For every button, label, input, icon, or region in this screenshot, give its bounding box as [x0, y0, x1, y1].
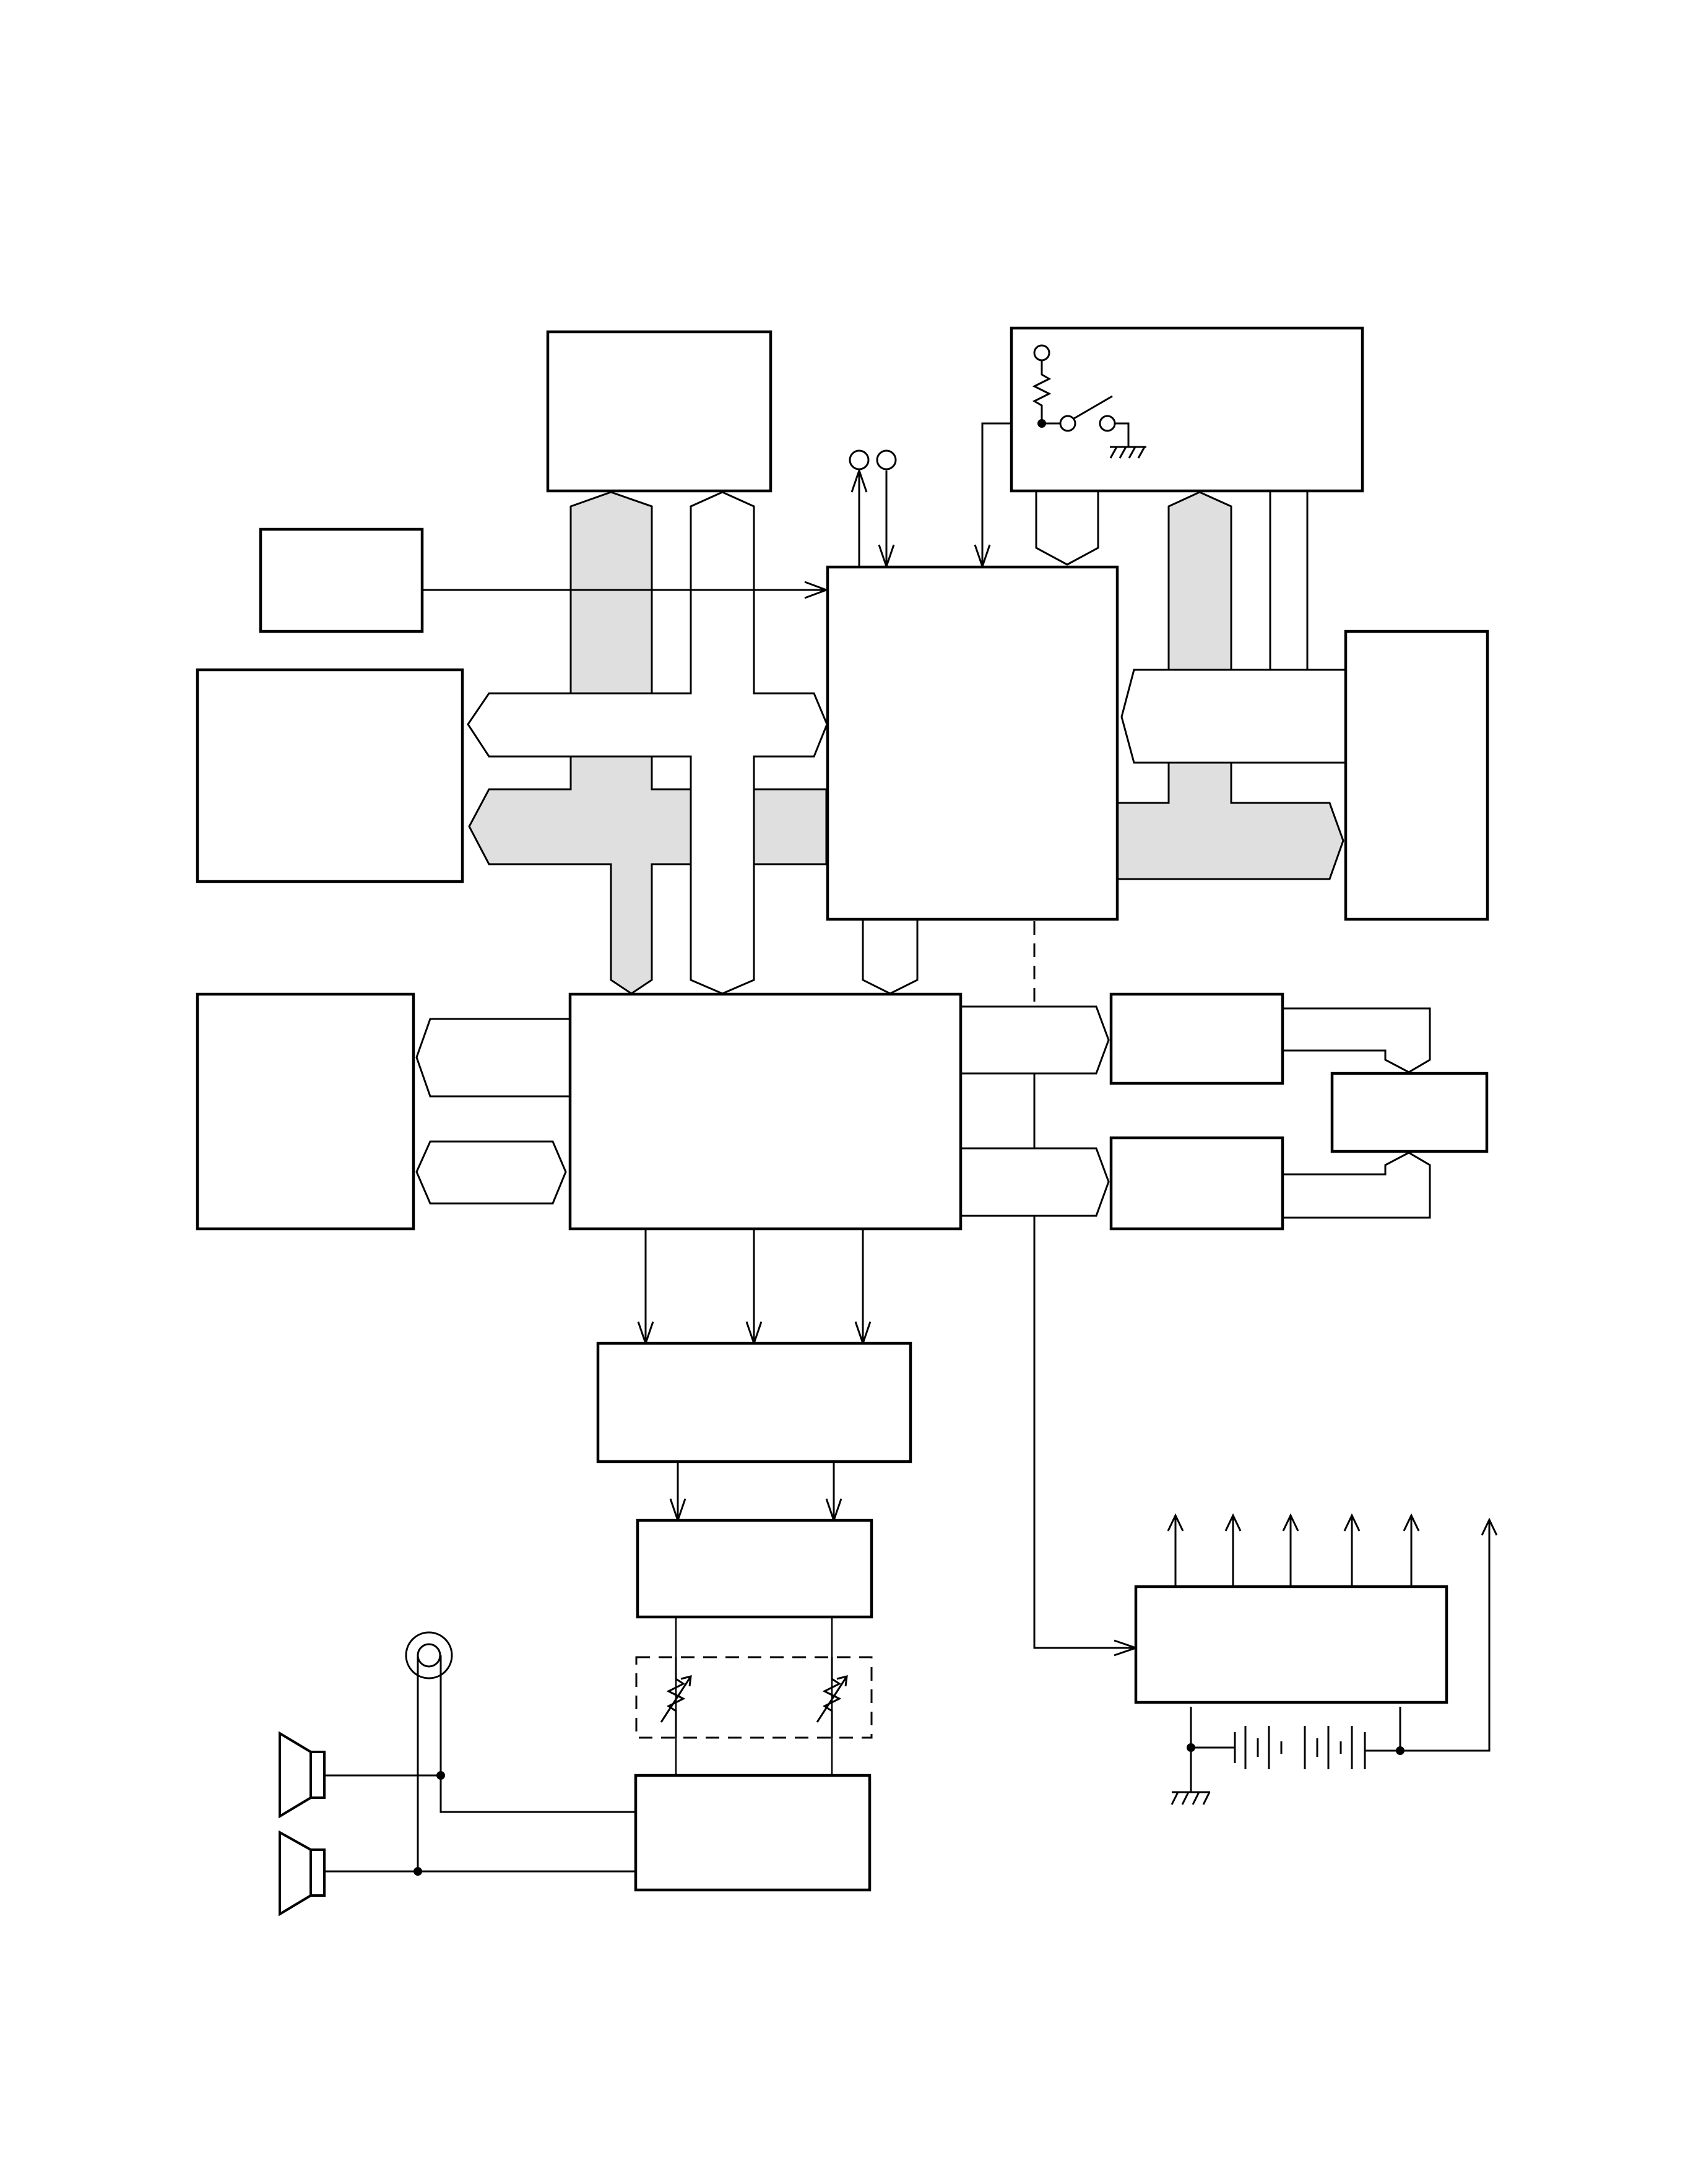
switch-symbol-icon	[1032, 344, 1146, 459]
variable-resistor-arrow	[816, 1675, 848, 1723]
speaker-icon-upper	[279, 1731, 326, 1819]
battery-icon	[1234, 1726, 1366, 1769]
wire-battery-output	[1399, 1520, 1491, 1752]
central-asic-block	[568, 992, 963, 1231]
asic-right-bus-upper	[960, 1005, 1110, 1075]
left-lower-block	[196, 992, 415, 1231]
junction-dot	[413, 1867, 422, 1876]
variable-resistor-icon	[666, 1657, 686, 1738]
connector-bus-lower	[1282, 1151, 1431, 1219]
dac-block	[596, 1341, 912, 1463]
arrowhead	[850, 467, 868, 493]
small-left-block	[259, 527, 424, 633]
asic-left-bus-lower	[415, 1140, 567, 1205]
junction-dot	[1187, 1743, 1195, 1752]
wire-amp-to-jack-2	[417, 1655, 636, 1873]
white-cross-bus	[467, 491, 828, 995]
power-output-arrows	[1167, 1513, 1420, 1587]
headphone-jack-inner	[417, 1643, 441, 1668]
far-right-connector-block	[1330, 1072, 1489, 1153]
amp-block	[634, 1774, 872, 1892]
volume-block	[636, 1519, 873, 1619]
right-small-block-upper	[1109, 992, 1284, 1085]
variable-resistor-icon	[822, 1657, 842, 1738]
connector-bus-upper	[1282, 1007, 1431, 1073]
wire-to-power-block	[1033, 1073, 1136, 1649]
left-upper-block	[196, 668, 464, 883]
terminal-circle-2	[876, 449, 897, 470]
junction-dot	[1396, 1746, 1405, 1755]
top-center-block	[546, 330, 773, 493]
terminal-circle-1	[849, 449, 870, 470]
wire-amp-to-jack-1	[439, 1655, 636, 1813]
headphone-jack-icon	[405, 1631, 453, 1679]
junction-dot	[436, 1771, 445, 1780]
wire-switch-to-right-block-2	[1306, 489, 1346, 671]
switch-block-down-bus	[1035, 489, 1099, 566]
top-right-switch-block	[1010, 326, 1364, 493]
asic-left-bus-upper	[415, 1018, 571, 1098]
speaker-icon-lower	[279, 1830, 326, 1917]
right-tall-block	[1344, 630, 1489, 921]
power-regulator-block	[1134, 1585, 1448, 1704]
white-right-bus	[1120, 669, 1346, 764]
volume-control-dashed-box	[635, 1656, 873, 1739]
ground-icon	[1171, 1791, 1211, 1805]
right-small-block-lower	[1109, 1136, 1284, 1231]
arrowhead	[1481, 1517, 1498, 1536]
asic-right-bus-lower	[960, 1147, 1110, 1217]
variable-resistor-arrow	[660, 1675, 692, 1723]
cpu-block	[826, 565, 1119, 921]
cpu-down-bus	[862, 919, 919, 995]
